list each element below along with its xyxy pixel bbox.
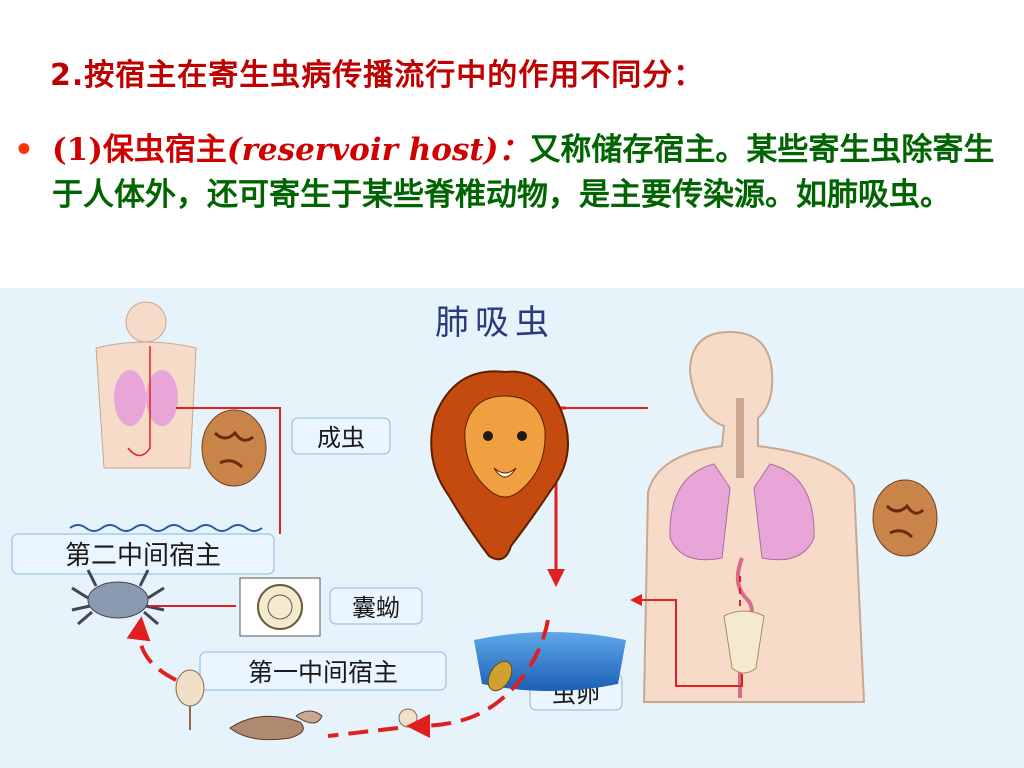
label-first-host: 第一中间宿主 <box>199 651 447 691</box>
bullet-english-term: (reservoir host)： <box>226 132 530 168</box>
bullet-text: (1)保虫宿主(reservoir host)：又称储存宿主。某些寄生虫除寄生于… <box>52 128 1014 218</box>
crab-image <box>71 569 165 626</box>
adult-worm-image-left <box>201 409 267 487</box>
cyst-image <box>239 577 321 637</box>
cycle-arrow-miracidium-to-snail <box>327 726 399 738</box>
adult-worm-image-right <box>872 479 938 557</box>
miracidium-image <box>398 708 418 728</box>
label-adult: 成虫 <box>291 417 391 455</box>
bullet-marker: • <box>14 132 34 168</box>
diagram-title: 肺吸虫 <box>435 303 555 343</box>
label-first-host-text: 第一中间宿主 <box>248 658 398 687</box>
larva-image <box>175 669 205 730</box>
lion-image <box>430 370 570 561</box>
life-cycle-diagram: 肺吸虫 成虫 第二中间宿主 囊蚴 第一中间宿主 虫卵 <box>0 288 1024 768</box>
human-figure <box>642 330 866 703</box>
connector-human-to-egg <box>630 594 743 687</box>
snail-image <box>229 710 323 741</box>
label-adult-text: 成虫 <box>317 424 365 452</box>
egg-image <box>487 660 513 692</box>
bladder <box>723 610 765 674</box>
water-line <box>69 524 263 532</box>
right-lung <box>753 463 815 561</box>
cycle-arrow-snail-to-crab <box>126 616 177 682</box>
cycle-arrow-egg-to-miracidium <box>406 619 550 738</box>
label-cyst-text: 囊蚴 <box>352 594 400 622</box>
bullet-term: 保虫宿主 <box>102 132 227 168</box>
label-second-host-text: 第二中间宿主 <box>65 541 221 571</box>
label-cyst: 囊蚴 <box>329 587 423 625</box>
bullet-number: (1) <box>52 132 103 168</box>
bullet-definition: 又称储存宿主。某些寄生虫除寄生于人体外，还可寄生于某些脊椎动物，是主要传染源。如… <box>52 132 995 213</box>
bullet-paragraph: • (1)保虫宿主(reservoir host)：又称储存宿主。某些寄生虫除寄… <box>14 128 1014 218</box>
small-human-figure <box>95 301 197 469</box>
label-second-host: 第二中间宿主 <box>11 533 275 575</box>
left-lung <box>669 463 731 561</box>
slide-heading: 2.按宿主在寄生虫病传播流行中的作用不同分： <box>50 58 705 93</box>
water-pool <box>474 632 626 691</box>
connector-adult-to-host <box>176 407 281 534</box>
